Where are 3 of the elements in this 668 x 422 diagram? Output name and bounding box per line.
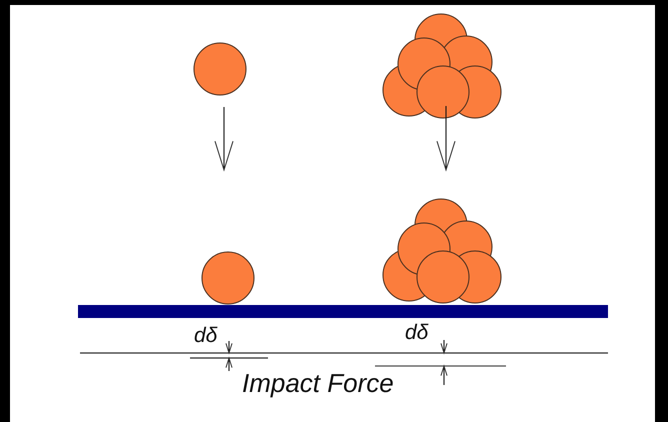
formula-label: dδ: [194, 325, 218, 346]
formula-label: dδ: [405, 322, 428, 343]
formula-label: Impact Force: [242, 370, 394, 396]
